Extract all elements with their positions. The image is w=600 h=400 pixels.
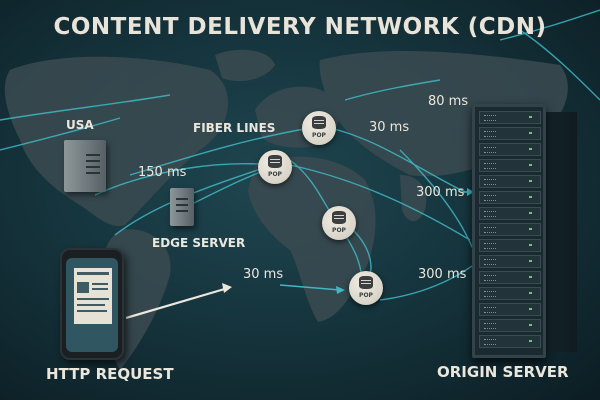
status-led-icon [529, 324, 532, 326]
latency-label: 30 ms [369, 120, 410, 135]
africa-landmass [248, 156, 376, 322]
usa-label: USA [66, 118, 94, 132]
pop-node-europe-west[interactable]: POP [258, 150, 292, 184]
edge-server-label: EDGE SERVER [152, 236, 246, 250]
india-landmass [400, 175, 427, 222]
rack-unit [479, 127, 541, 140]
status-led-icon [529, 292, 532, 294]
fiber-lines-label: FIBER LINES [193, 121, 276, 135]
status-led-icon [529, 228, 532, 230]
phone-screen [66, 258, 118, 352]
status-led-icon [529, 244, 532, 246]
latency-label: 80 ms [428, 94, 469, 109]
fiber-line [344, 79, 441, 101]
http-request-arrowhead [222, 283, 232, 293]
latency-label: 150 ms [138, 165, 187, 180]
database-icon [332, 211, 346, 224]
fiber-line [499, 9, 600, 41]
status-led-icon [529, 260, 532, 262]
status-led-icon [529, 164, 532, 166]
rack-unit [479, 207, 541, 220]
origin-server-rack-icon [472, 104, 546, 358]
rack-side-panel [543, 112, 577, 352]
rack-unit [479, 335, 541, 348]
status-led-icon [529, 212, 532, 214]
status-led-icon [529, 276, 532, 278]
rack-unit [479, 239, 541, 252]
pop-label: POP [359, 292, 373, 299]
status-led-icon [529, 132, 532, 134]
status-led-icon [529, 308, 532, 310]
latency-label: 300 ms [418, 267, 467, 282]
database-icon [268, 155, 282, 168]
rack-unit [479, 223, 541, 236]
status-led-icon [529, 116, 532, 118]
latency-arrowhead [336, 286, 345, 294]
fiber-line [289, 159, 331, 213]
smartphone-icon [60, 248, 124, 360]
usa-server-icon [64, 140, 106, 192]
rack-unit [479, 255, 541, 268]
database-icon [312, 116, 326, 129]
fiber-line [129, 127, 311, 176]
fiber-line [519, 29, 600, 101]
rack-unit [479, 175, 541, 188]
north-america-landmass [4, 56, 229, 226]
http-request-label: HTTP REQUEST [46, 365, 174, 383]
fiber-line [379, 259, 481, 301]
pop-label: POP [332, 227, 346, 234]
image-icon [77, 282, 89, 293]
rack-unit [479, 159, 541, 172]
pop-node-europe-north[interactable]: POP [302, 111, 336, 145]
status-led-icon [529, 148, 532, 150]
fiber-line [329, 127, 466, 193]
rack-unit [479, 271, 541, 284]
fiber-line [0, 94, 171, 121]
fiber-line [94, 163, 273, 196]
greenland-landmass [215, 49, 275, 82]
fiber-line [0, 117, 121, 151]
edge-server-icon [170, 188, 194, 226]
status-led-icon [529, 196, 532, 198]
pop-label: POP [312, 132, 326, 139]
latency-label: 30 ms [243, 267, 284, 282]
rack-unit [479, 319, 541, 332]
fiber-line [289, 164, 471, 241]
webpage-icon [74, 268, 112, 324]
origin-server-label: ORIGIN SERVER [437, 363, 569, 381]
rack-unit [479, 111, 541, 124]
rack-unit [479, 303, 541, 316]
status-led-icon [529, 340, 532, 342]
pop-node-africa-south[interactable]: POP [349, 271, 383, 305]
pop-node-africa-north[interactable]: POP [322, 206, 356, 240]
pop-label: POP [268, 171, 282, 178]
page-title: CONTENT DELIVERY NETWORK (CDN) [53, 14, 547, 40]
rack-unit [479, 191, 541, 204]
origin-arrowhead [467, 188, 474, 196]
latency-label: 300 ms [416, 185, 465, 200]
rack-unit [479, 287, 541, 300]
rack-unit [479, 143, 541, 156]
database-icon [359, 276, 373, 289]
http-request-arrow [125, 286, 229, 320]
fiber-line [114, 164, 273, 236]
latency-arrow [279, 284, 341, 291]
status-led-icon [529, 180, 532, 182]
